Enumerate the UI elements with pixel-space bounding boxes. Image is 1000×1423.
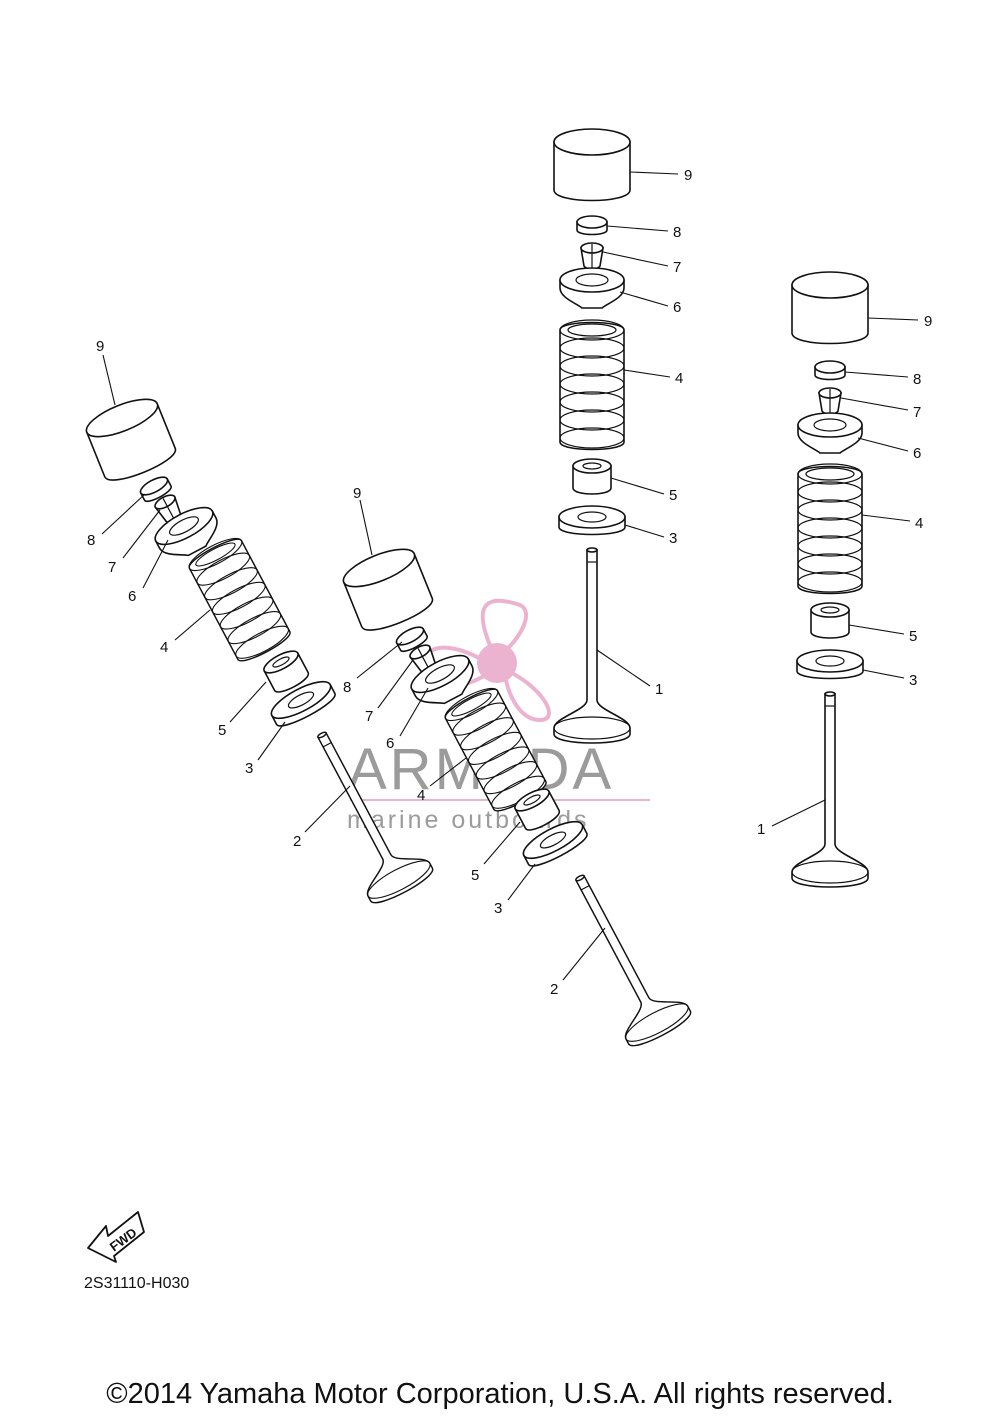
callout-a4: 4: [675, 370, 683, 387]
callout-a1: 1: [655, 681, 663, 698]
diagram-code: 2S31110-H030: [84, 1275, 189, 1292]
callout-c5: 5: [218, 722, 226, 739]
fwd-arrow-icon: FWD: [87, 1211, 145, 1263]
callout-c9: 9: [96, 338, 104, 355]
callout-a6: 6: [673, 299, 681, 316]
callout-c2: 2: [293, 833, 301, 850]
callout-c6: 6: [128, 588, 136, 605]
callout-b8: 8: [913, 371, 921, 388]
callout-d3: 3: [494, 900, 502, 917]
callout-d7: 7: [365, 708, 373, 725]
callout-b7: 7: [913, 404, 921, 421]
callout-b4: 4: [915, 515, 923, 532]
callout-b1: 1: [757, 821, 765, 838]
callout-b6: 6: [913, 445, 921, 462]
valve-assembly-a: 9 8 7 6 4 5 3 1: [553, 128, 692, 744]
callout-b9: 9: [924, 313, 932, 330]
callout-b5: 5: [909, 628, 917, 645]
callout-a3: 3: [669, 530, 677, 547]
valve-assembly-c: 9 8 7 6 4 5 3 2: [81, 338, 437, 909]
callout-a5: 5: [669, 487, 677, 504]
callout-c8: 8: [87, 532, 95, 549]
copyright-notice: ©2014 Yamaha Motor Corporation, U.S.A. A…: [106, 1378, 894, 1410]
valve-assembly-d: 9 8 7 6 4 5 3 2: [338, 485, 695, 1052]
callout-b3: 3: [909, 672, 917, 689]
valve-assembly-b: 9 8 7 6 4 5 3 1: [757, 271, 932, 888]
callout-c4: 4: [160, 639, 168, 656]
callout-d6: 6: [386, 735, 394, 752]
callout-a7: 7: [673, 259, 681, 276]
callout-a9: 9: [684, 167, 692, 184]
callout-d4: 4: [417, 787, 425, 804]
callout-c3: 3: [245, 760, 253, 777]
callout-c7: 7: [108, 559, 116, 576]
callout-d5: 5: [471, 867, 479, 884]
callout-d8: 8: [343, 679, 351, 696]
callout-d2: 2: [550, 981, 558, 998]
callout-a8: 8: [673, 224, 681, 241]
callout-d9: 9: [353, 485, 361, 502]
